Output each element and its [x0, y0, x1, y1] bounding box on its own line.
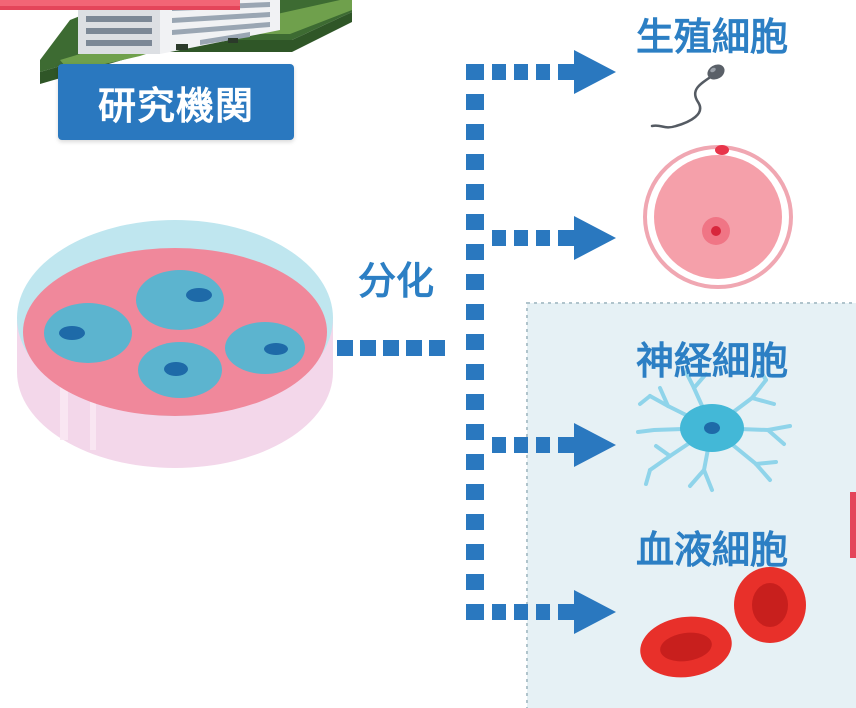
- nerve-cell-label: 神経細胞: [636, 339, 789, 383]
- differentiation-label: 分化: [358, 259, 435, 303]
- research-institution-label: 研究機関: [58, 64, 294, 140]
- research-institution-text: 研究機関: [97, 83, 254, 128]
- arrow-to-nerve-cell: [492, 423, 616, 467]
- sperm-icon: [650, 64, 725, 129]
- blood-cell-label: 血液細胞: [636, 528, 789, 572]
- arrow-to-germ-cell-egg: [492, 216, 616, 260]
- differentiation-connectors: [337, 64, 484, 620]
- petri-dish-illustration: [17, 220, 333, 468]
- neuron-body: [680, 404, 744, 452]
- cell-colonies: [44, 270, 305, 398]
- red-blood-cell-icon: [734, 567, 806, 643]
- egg-cell-icon: [643, 145, 793, 289]
- red-blood-cell-icon: [640, 616, 732, 678]
- research-building-illustration: [0, 0, 352, 84]
- arrow-to-germ-cell-sperm: [492, 50, 616, 94]
- edge-accent: [850, 492, 856, 558]
- arrow-to-blood-cell: [492, 590, 616, 634]
- germ-cell-label: 生殖細胞: [636, 15, 789, 59]
